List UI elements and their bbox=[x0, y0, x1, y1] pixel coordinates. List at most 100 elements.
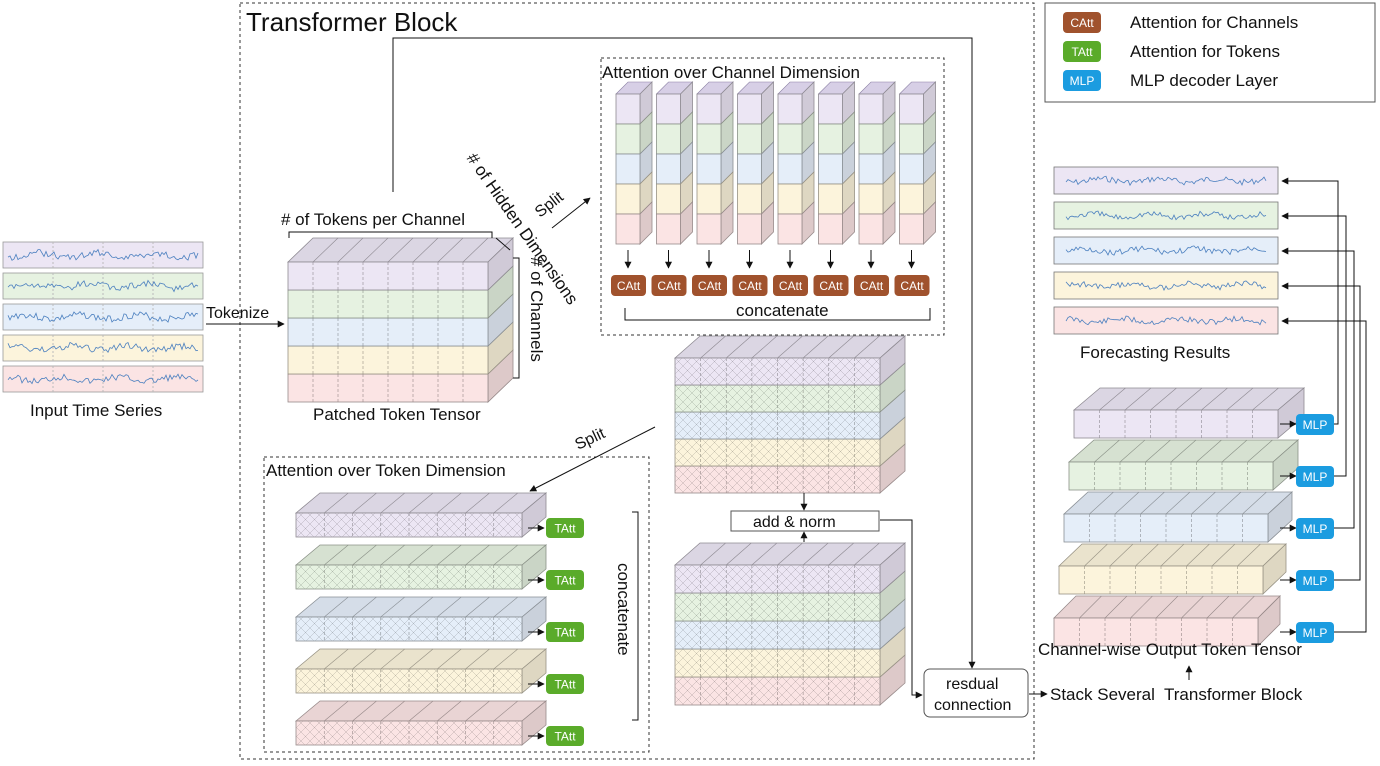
upper-center-hatch-hatch bbox=[807, 384, 836, 413]
upper-center-hatch-hatch bbox=[737, 357, 766, 386]
upper-center-hatch-hatch bbox=[872, 465, 881, 474]
tatt-pill: TAtt bbox=[546, 726, 584, 746]
token-slab-hatch-hatch bbox=[295, 622, 315, 642]
catt-pill-label: CAtt bbox=[738, 279, 762, 293]
lower-center-hatch-hatch bbox=[754, 620, 784, 650]
token-slab-top-div bbox=[465, 648, 490, 670]
token-slab-hatch-hatch bbox=[442, 512, 468, 538]
lower-center-hatch-hatch bbox=[852, 677, 881, 706]
lower-center-hatch-hatch bbox=[726, 620, 756, 650]
token-slab-hatch-hatch bbox=[442, 668, 468, 694]
lower-center-hatch-hatch bbox=[871, 564, 881, 574]
channel-slice-part-front bbox=[818, 183, 843, 215]
lower-center-hatch-hatch bbox=[735, 676, 765, 706]
patched-layer-top-div bbox=[312, 237, 339, 263]
lower-center-hatch-hatch bbox=[708, 676, 738, 706]
lower-center-hatch-hatch bbox=[780, 564, 810, 594]
token-slab-hatch-hatch bbox=[442, 720, 468, 746]
channel-slice-part-front bbox=[615, 123, 641, 155]
catt-pill-bg bbox=[773, 275, 808, 296]
mlp-pill-bg bbox=[1296, 466, 1334, 487]
token-slab-hatch-hatch bbox=[359, 564, 385, 590]
channel-slice bbox=[777, 81, 815, 245]
channel-slice-part-front bbox=[656, 153, 681, 185]
token-slab-hatch-hatch bbox=[359, 668, 385, 694]
lower-center-hatch-hatch bbox=[861, 658, 881, 678]
token-slab-hatch-hatch bbox=[406, 668, 432, 694]
token-slab-top-div bbox=[324, 648, 349, 670]
input-series-signal bbox=[7, 248, 199, 261]
lower-center-hatch-hatch bbox=[862, 648, 881, 667]
upper-center-hatch-hatch bbox=[845, 465, 874, 494]
upper-center-hatch-hatch bbox=[843, 465, 872, 494]
catt-pill: CAtt bbox=[611, 275, 646, 296]
output-layer-front bbox=[1073, 409, 1279, 439]
lower-center-hatch-hatch bbox=[763, 676, 793, 706]
lower-center-hatch-hatch bbox=[674, 649, 703, 678]
output-layer-top-div bbox=[1170, 439, 1197, 463]
upper-center-hatch-hatch bbox=[773, 465, 802, 494]
lower-center-hatch-hatch bbox=[700, 564, 730, 594]
lower-center-hatch-hatch bbox=[834, 676, 864, 706]
upper-center-hatch-hatch bbox=[674, 411, 703, 440]
upper-center-hatch-hatch bbox=[863, 384, 881, 402]
lower-center-hatch-hatch bbox=[674, 658, 694, 678]
lower-center-hatch-hatch bbox=[771, 592, 801, 622]
lower-center-hatch-hatch bbox=[709, 564, 739, 594]
token-slab-hatch-hatch bbox=[368, 616, 394, 642]
token-slab-hatch-hatch bbox=[368, 668, 394, 694]
lower-center-hatch-hatch bbox=[674, 620, 693, 639]
token-slab-hatch-hatch bbox=[359, 512, 385, 538]
upper-center-hatch-hatch bbox=[674, 456, 685, 467]
upper-center-hatch-hatch bbox=[699, 465, 728, 494]
upper-center-layer-top-div bbox=[700, 335, 726, 359]
upper-center-hatch-hatch bbox=[845, 384, 874, 413]
upper-center-hatch-hatch bbox=[863, 357, 881, 375]
upper-center-hatch-hatch bbox=[827, 465, 856, 494]
upper-center-hatch-hatch bbox=[746, 465, 775, 494]
token-slab-hatch-hatch bbox=[295, 631, 306, 642]
channel-slice-part bbox=[737, 171, 774, 215]
upper-center-hatch-hatch bbox=[791, 357, 820, 386]
mlp-pill-label: MLP bbox=[1303, 418, 1328, 432]
token-slab-hatch-hatch bbox=[397, 512, 423, 538]
mlp-pill: MLP bbox=[1296, 570, 1334, 591]
lower-center-hatch-hatch bbox=[817, 592, 847, 622]
lower-center-hatch-hatch bbox=[843, 620, 873, 650]
lower-center-hatch-hatch bbox=[852, 593, 881, 622]
lower-center-hatch-hatch bbox=[682, 564, 712, 594]
lower-center-hatch-hatch bbox=[780, 676, 810, 706]
channel-slice-part bbox=[696, 81, 734, 125]
upper-center-hatch-hatch bbox=[735, 357, 764, 386]
residual-box bbox=[923, 668, 1029, 718]
token-slab-hatch-hatch bbox=[332, 564, 358, 590]
lower-center-hatch-hatch bbox=[772, 620, 802, 650]
lower-center-hatch-hatch bbox=[744, 620, 774, 650]
upper-center-hatch-hatch bbox=[708, 357, 737, 386]
lower-center-hatch-hatch bbox=[744, 592, 774, 622]
upper-center-hatch-hatch bbox=[800, 465, 829, 494]
upper-center-hatch-hatch bbox=[674, 447, 694, 467]
token-slab-hatch-hatch bbox=[314, 616, 340, 642]
output-layer-top-div bbox=[1109, 543, 1134, 567]
token-slab-hatch-hatch bbox=[377, 668, 403, 694]
tokenize-label: Tokenize bbox=[206, 305, 269, 322]
channel-slice bbox=[858, 81, 896, 245]
upper-center-hatch-hatch bbox=[843, 384, 872, 413]
token-slab-hatch-hatch bbox=[487, 616, 513, 642]
channel-slice-part bbox=[858, 111, 896, 155]
lower-center-hatch-hatch bbox=[708, 564, 738, 594]
upper-center-hatch-hatch bbox=[809, 438, 838, 467]
legend-pill-tatt: TAtt bbox=[1063, 41, 1101, 62]
token-slab-hatch-hatch bbox=[406, 512, 432, 538]
lower-center-hatch-hatch bbox=[691, 648, 721, 678]
lower-center-hatch-hatch bbox=[807, 564, 837, 594]
upper-center-hatch-hatch bbox=[825, 411, 854, 440]
channel-slice-part-front bbox=[656, 183, 681, 215]
tatt-pill-bg bbox=[546, 622, 584, 642]
lower-center-hatch-hatch bbox=[674, 695, 685, 706]
upper-center-hatch-hatch bbox=[843, 438, 872, 467]
token-slab-hatch-hatch bbox=[505, 564, 523, 582]
upper-center-hatch-hatch bbox=[836, 384, 865, 413]
catt-pill: CAtt bbox=[894, 275, 930, 296]
